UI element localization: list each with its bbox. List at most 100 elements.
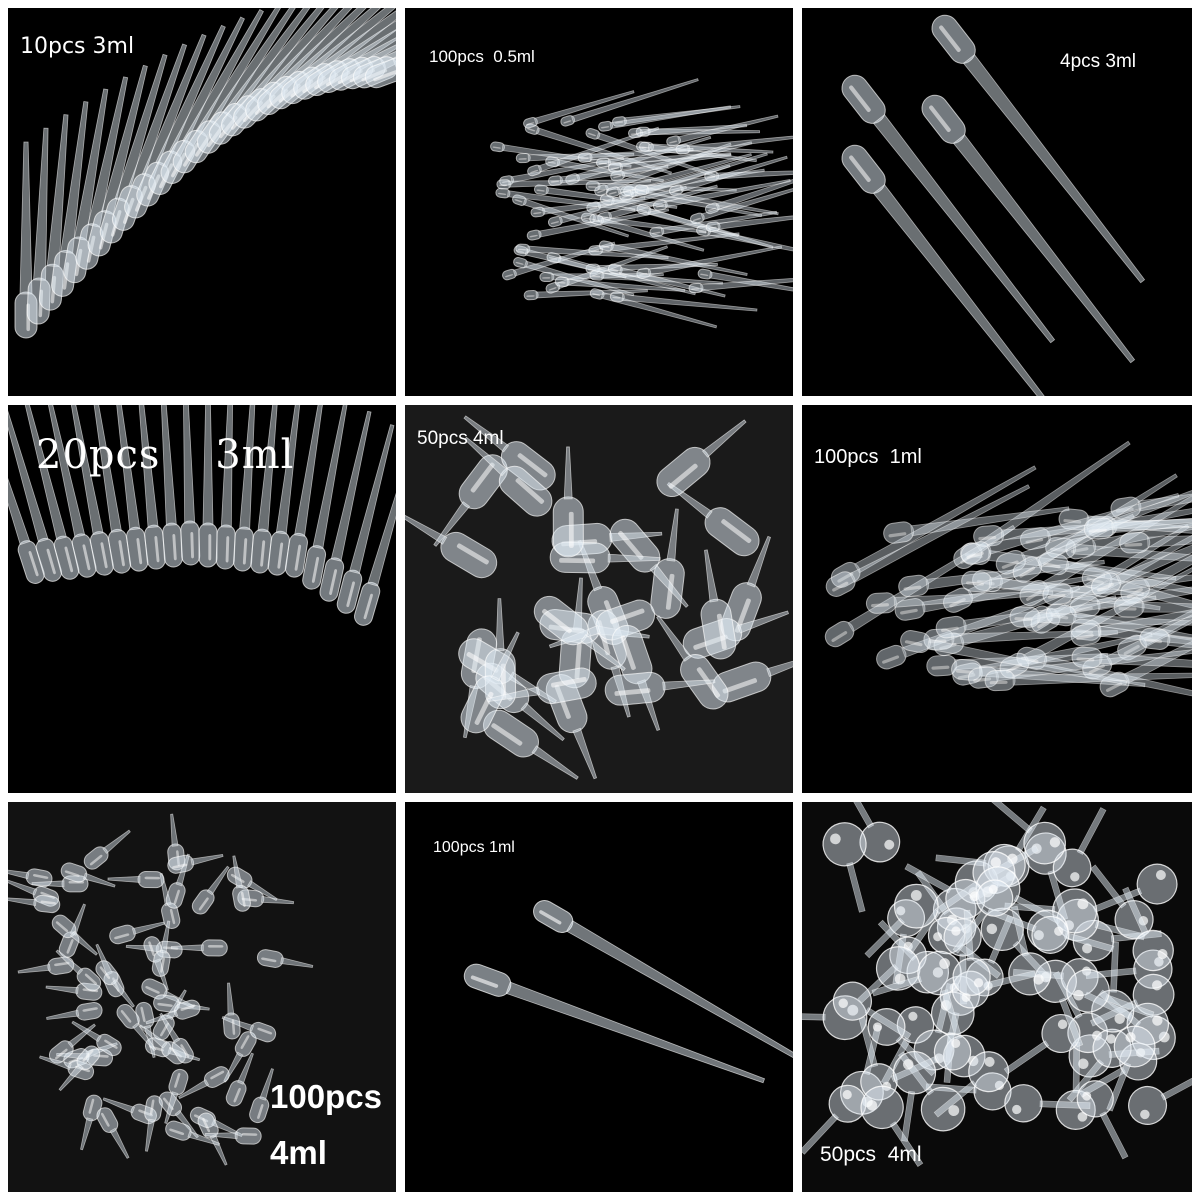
tile-50pcs-4ml: 50pcs 4ml xyxy=(405,405,793,793)
pipette xyxy=(636,141,757,163)
pipette xyxy=(483,709,579,780)
pipette-heap-photo xyxy=(824,440,1192,707)
pipette xyxy=(1019,483,1192,607)
tile-caption: 100pcs 1ml xyxy=(433,839,515,856)
pipette-fan-photo xyxy=(14,8,396,339)
pipette xyxy=(585,181,737,192)
pipette xyxy=(995,481,1192,575)
pipette xyxy=(8,405,62,582)
pipette xyxy=(8,879,60,907)
pipette xyxy=(860,1085,924,1168)
pipette-pile-photo xyxy=(490,78,793,329)
pipette xyxy=(688,274,793,294)
pipette xyxy=(987,907,1070,954)
pipette xyxy=(95,960,135,1008)
pipette xyxy=(55,949,102,992)
pipette xyxy=(107,871,165,889)
pipette xyxy=(1070,588,1192,647)
tile-caption: 50pcs 4ml xyxy=(417,428,504,449)
pipette xyxy=(1117,557,1192,661)
pipette xyxy=(666,114,779,147)
pipette xyxy=(284,405,326,578)
pipette xyxy=(705,211,793,233)
pipette xyxy=(499,156,625,187)
pipette xyxy=(46,1001,103,1021)
pipette xyxy=(527,126,660,177)
pipette xyxy=(921,94,1136,364)
pipette xyxy=(58,1045,101,1092)
pipette xyxy=(931,14,1146,284)
pipette xyxy=(197,1112,228,1166)
pipette xyxy=(841,144,1056,396)
pipette xyxy=(960,492,1180,565)
pipette xyxy=(1012,473,1178,583)
tile-caption: 10pcs 3ml xyxy=(20,34,135,59)
pipette xyxy=(223,1031,257,1083)
pipette xyxy=(256,949,314,968)
tile-100pcs-1ml-pair: 100pcs 1ml xyxy=(405,802,793,1192)
pipette xyxy=(135,1001,156,1059)
four-pipettes-photo xyxy=(841,14,1146,396)
pipette xyxy=(552,446,584,558)
pipette xyxy=(116,1004,157,1052)
pipette xyxy=(898,559,1105,598)
pipette xyxy=(607,263,726,298)
pipette xyxy=(894,573,1106,621)
pipette xyxy=(96,1107,130,1159)
pipette xyxy=(864,883,939,959)
pipette xyxy=(159,1012,194,1064)
pipette xyxy=(841,74,1056,344)
pipette xyxy=(650,508,685,619)
pipette xyxy=(464,436,553,517)
pipette xyxy=(191,865,230,915)
pipette xyxy=(1066,1028,1132,1103)
pipette xyxy=(1020,500,1192,551)
pipette xyxy=(871,950,962,997)
pipette xyxy=(113,405,149,572)
tile-caption: 4pcs 3ml xyxy=(1060,51,1137,72)
tile-4pcs-3ml: 4pcs 3ml xyxy=(802,8,1192,396)
pipette xyxy=(604,671,716,706)
pipette xyxy=(609,518,689,608)
pipette xyxy=(158,1091,199,1139)
pipette xyxy=(822,822,867,913)
pipette xyxy=(952,909,991,996)
pipette xyxy=(336,424,395,614)
pipette xyxy=(1066,968,1155,1019)
pipette xyxy=(933,1051,1010,1118)
pipette xyxy=(302,405,349,590)
pipette xyxy=(144,1037,201,1062)
pipette xyxy=(824,524,1016,648)
small-bulb-pipettes-photo xyxy=(8,813,314,1166)
pipette xyxy=(364,56,396,89)
pipette xyxy=(232,855,251,912)
pipette xyxy=(1038,552,1192,604)
pipette xyxy=(1122,886,1174,972)
pipette xyxy=(1071,646,1192,673)
pipette xyxy=(1052,807,1107,888)
pipette xyxy=(999,566,1192,679)
pipette xyxy=(159,872,181,929)
pipette xyxy=(1023,524,1190,632)
pipette xyxy=(1033,959,1084,1048)
pipette xyxy=(943,513,1135,613)
pipette xyxy=(904,863,986,920)
pipette xyxy=(825,484,1031,597)
pipette xyxy=(8,894,61,914)
pipette xyxy=(526,208,670,241)
pipette xyxy=(159,405,183,568)
pipette xyxy=(463,963,766,1084)
two-pipettes-photo xyxy=(463,900,793,1084)
pipette xyxy=(609,291,758,312)
pipette xyxy=(610,141,753,182)
pipette xyxy=(215,405,236,570)
pipette xyxy=(226,866,278,902)
pipette xyxy=(1042,568,1192,606)
tile-caption-count: 100pcs xyxy=(270,1078,382,1115)
pipette xyxy=(843,802,901,863)
pipette xyxy=(605,153,752,198)
pipette xyxy=(17,956,75,975)
pipette xyxy=(515,243,669,260)
pipette xyxy=(547,164,669,186)
pipette xyxy=(890,1033,972,1083)
